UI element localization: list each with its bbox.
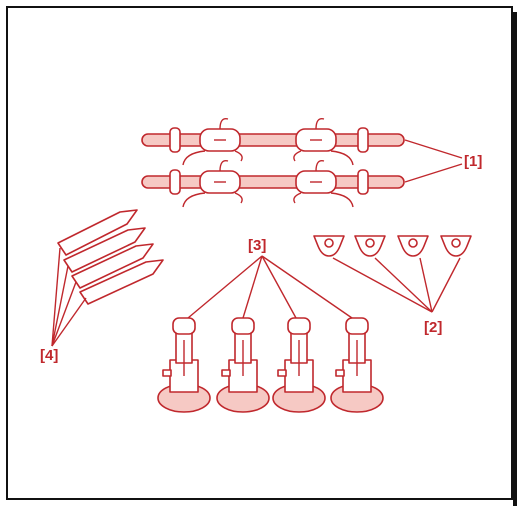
post-1	[157, 317, 211, 413]
leader-1-top	[404, 139, 463, 159]
bracket-4	[440, 235, 472, 257]
leader-1-bottom	[404, 163, 463, 183]
post-2	[216, 317, 270, 413]
strap-1	[57, 209, 138, 256]
post-set	[157, 255, 384, 413]
crossbar-top	[141, 118, 405, 166]
bracket-3	[397, 235, 429, 257]
strap-2	[63, 227, 146, 273]
strap-4	[79, 259, 164, 305]
label-4: [4]	[40, 347, 58, 364]
crossbar-bottom	[141, 160, 405, 208]
post-3	[272, 317, 326, 413]
post-4	[330, 317, 384, 413]
frame-shadow	[513, 12, 517, 506]
bracket-set	[313, 235, 472, 313]
label-3: [3]	[248, 237, 266, 254]
strap-set	[51, 209, 164, 347]
strap-3	[71, 243, 154, 289]
label-2: [2]	[424, 319, 442, 336]
crossbar-set	[141, 118, 463, 208]
bracket-2	[354, 235, 386, 257]
label-1: [1]	[464, 153, 482, 170]
bracket-1	[313, 235, 345, 257]
